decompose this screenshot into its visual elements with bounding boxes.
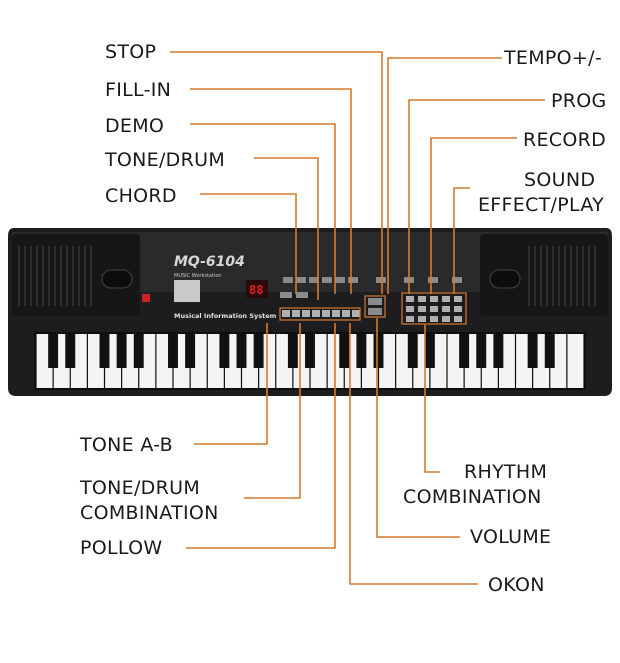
black-key[interactable] bbox=[287, 334, 298, 368]
black-key[interactable] bbox=[116, 334, 127, 368]
black-key[interactable] bbox=[424, 334, 435, 368]
white-key[interactable] bbox=[567, 334, 584, 388]
label-rhythm: RHYTHM bbox=[464, 461, 548, 483]
label-record: RECORD bbox=[523, 129, 607, 151]
tone-buttons bbox=[282, 310, 360, 317]
model-name: MQ-6104 bbox=[174, 254, 245, 270]
black-key[interactable] bbox=[373, 334, 384, 368]
black-keys bbox=[48, 334, 555, 368]
label-stop: STOP bbox=[105, 41, 157, 63]
black-key[interactable] bbox=[185, 334, 196, 368]
label-volume: VOLUME bbox=[470, 526, 552, 548]
label-pollow: POLLOW bbox=[80, 537, 163, 559]
label-chord: CHORD bbox=[105, 185, 177, 207]
black-key[interactable] bbox=[493, 334, 504, 368]
black-key[interactable] bbox=[339, 334, 350, 368]
black-key[interactable] bbox=[476, 334, 487, 368]
workstation-text: MUSIC Workstation bbox=[174, 273, 222, 279]
rhythm-buttons bbox=[406, 296, 462, 322]
panel-title: Musical Information System bbox=[174, 312, 277, 320]
label-demo: DEMO bbox=[105, 115, 165, 137]
black-key[interactable] bbox=[219, 334, 230, 368]
lcd-screen bbox=[174, 280, 200, 302]
label-tone-drum-combo-2: COMBINATION bbox=[80, 502, 219, 524]
black-key[interactable] bbox=[48, 334, 59, 368]
black-key[interactable] bbox=[527, 334, 538, 368]
right-speaker bbox=[480, 234, 608, 316]
label-tone-drum: TONE/DRUM bbox=[105, 149, 226, 171]
label-sound: SOUND bbox=[524, 169, 596, 191]
black-key[interactable] bbox=[133, 334, 144, 368]
black-key[interactable] bbox=[99, 334, 110, 368]
label-fill-in: FILL-IN bbox=[105, 79, 172, 101]
black-key[interactable] bbox=[544, 334, 555, 368]
black-key[interactable] bbox=[407, 334, 418, 368]
label-tempo: TEMPO+/- bbox=[504, 47, 602, 69]
led-display bbox=[246, 280, 268, 298]
label-rhythm-combination: COMBINATION bbox=[403, 486, 542, 508]
label-effect-play: EFFECT/PLAY bbox=[478, 194, 605, 216]
label-tone-drum-combo-1: TONE/DRUM bbox=[80, 477, 201, 499]
black-key[interactable] bbox=[459, 334, 470, 368]
black-key[interactable] bbox=[168, 334, 178, 368]
led-value: 88 bbox=[249, 283, 263, 297]
left-speaker bbox=[12, 234, 140, 316]
black-key[interactable] bbox=[253, 334, 264, 368]
power-button[interactable] bbox=[142, 294, 150, 302]
keyboard-body: MQ-6104 MUSIC Workstation 88 Musical Inf… bbox=[8, 228, 612, 396]
black-key[interactable] bbox=[356, 334, 367, 368]
control-buttons bbox=[280, 277, 462, 315]
label-tone-ab: TONE A-B bbox=[80, 434, 174, 456]
black-key[interactable] bbox=[305, 334, 315, 368]
black-key[interactable] bbox=[65, 334, 76, 368]
label-prog: PROG bbox=[551, 90, 607, 112]
black-key[interactable] bbox=[236, 334, 247, 368]
label-okon: OKON bbox=[488, 574, 545, 596]
